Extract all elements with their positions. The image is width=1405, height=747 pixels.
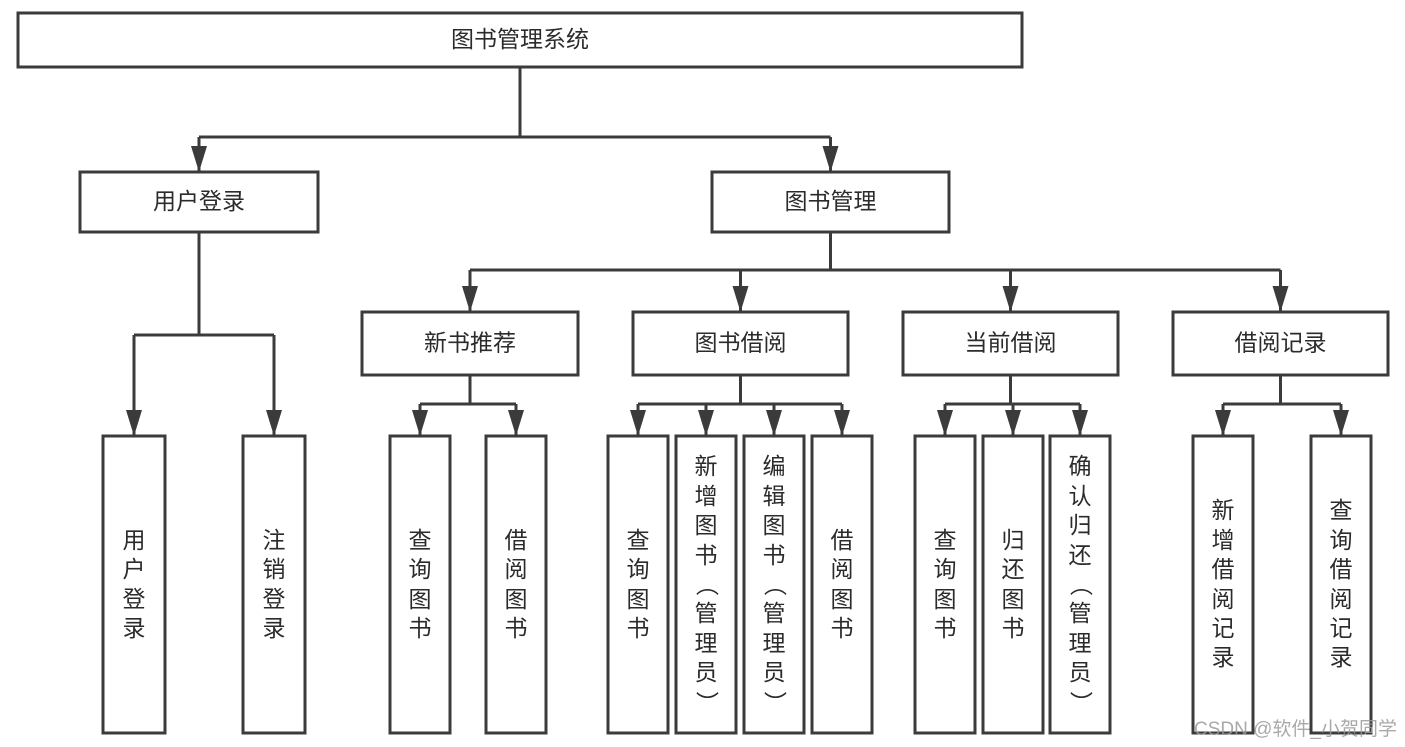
- level3-node-label: 图书借阅: [695, 330, 787, 356]
- arrow-head-icon: [191, 146, 207, 172]
- level2-node-box[interactable]: [78, 170, 320, 234]
- level3-node-label: 当前借阅: [965, 330, 1057, 356]
- arrow-head-icon: [412, 410, 428, 436]
- arrow-head-icon: [732, 286, 749, 312]
- leaf-node-box[interactable]: [981, 434, 1045, 735]
- leaf-node-box[interactable]: [1191, 434, 1255, 735]
- arrow-head-icon: [1215, 410, 1231, 436]
- level3-node-label: 借阅记录: [1235, 330, 1327, 356]
- leaf-node-box[interactable]: [484, 434, 548, 735]
- leaf-node-box[interactable]: [606, 434, 670, 735]
- level3-node-box[interactable]: [360, 310, 580, 377]
- arrow-head-icon: [1333, 410, 1349, 436]
- level2-node-label: 用户登录: [153, 188, 245, 214]
- leaf-node-box[interactable]: [674, 434, 738, 735]
- arrow-head-icon: [630, 410, 646, 436]
- leaf-node-box[interactable]: [913, 434, 977, 735]
- leaf-node-box[interactable]: [388, 434, 452, 735]
- level3-node-label: 新书推荐: [424, 330, 516, 356]
- connectors-layer: [126, 67, 1349, 436]
- level2-node-box[interactable]: [710, 170, 951, 234]
- root-node-label: 图书管理系统: [451, 26, 589, 52]
- level2-node-label: 图书管理: [785, 188, 877, 214]
- watermark-text: CSDN @软件_小贺同学: [1194, 719, 1397, 740]
- arrow-head-icon: [1002, 286, 1019, 312]
- leaf-node-box[interactable]: [101, 434, 167, 735]
- leaf-node-box[interactable]: [810, 434, 874, 735]
- boxes-layer: [16, 11, 1390, 735]
- arrow-head-icon: [834, 410, 850, 436]
- arrow-head-icon: [822, 146, 839, 172]
- leaf-node-box[interactable]: [1048, 434, 1112, 735]
- level3-node-box[interactable]: [901, 310, 1120, 377]
- arrow-head-icon: [937, 410, 953, 436]
- arrow-head-icon: [766, 410, 782, 436]
- arrow-head-icon: [462, 286, 478, 312]
- root-node-box[interactable]: [16, 11, 1024, 69]
- arrow-head-icon: [266, 410, 282, 436]
- level3-node-box[interactable]: [1171, 310, 1390, 377]
- leaf-node-box[interactable]: [742, 434, 806, 735]
- arrow-head-icon: [1005, 410, 1021, 436]
- arrow-head-icon: [698, 410, 714, 436]
- arrow-head-icon: [1072, 410, 1088, 436]
- arrow-head-icon: [508, 410, 524, 436]
- arrow-head-icon: [1272, 286, 1289, 312]
- leaf-node-box[interactable]: [241, 434, 307, 735]
- level3-node-box[interactable]: [631, 310, 850, 377]
- leaf-node-box[interactable]: [1309, 434, 1373, 735]
- arrow-head-icon: [126, 410, 142, 436]
